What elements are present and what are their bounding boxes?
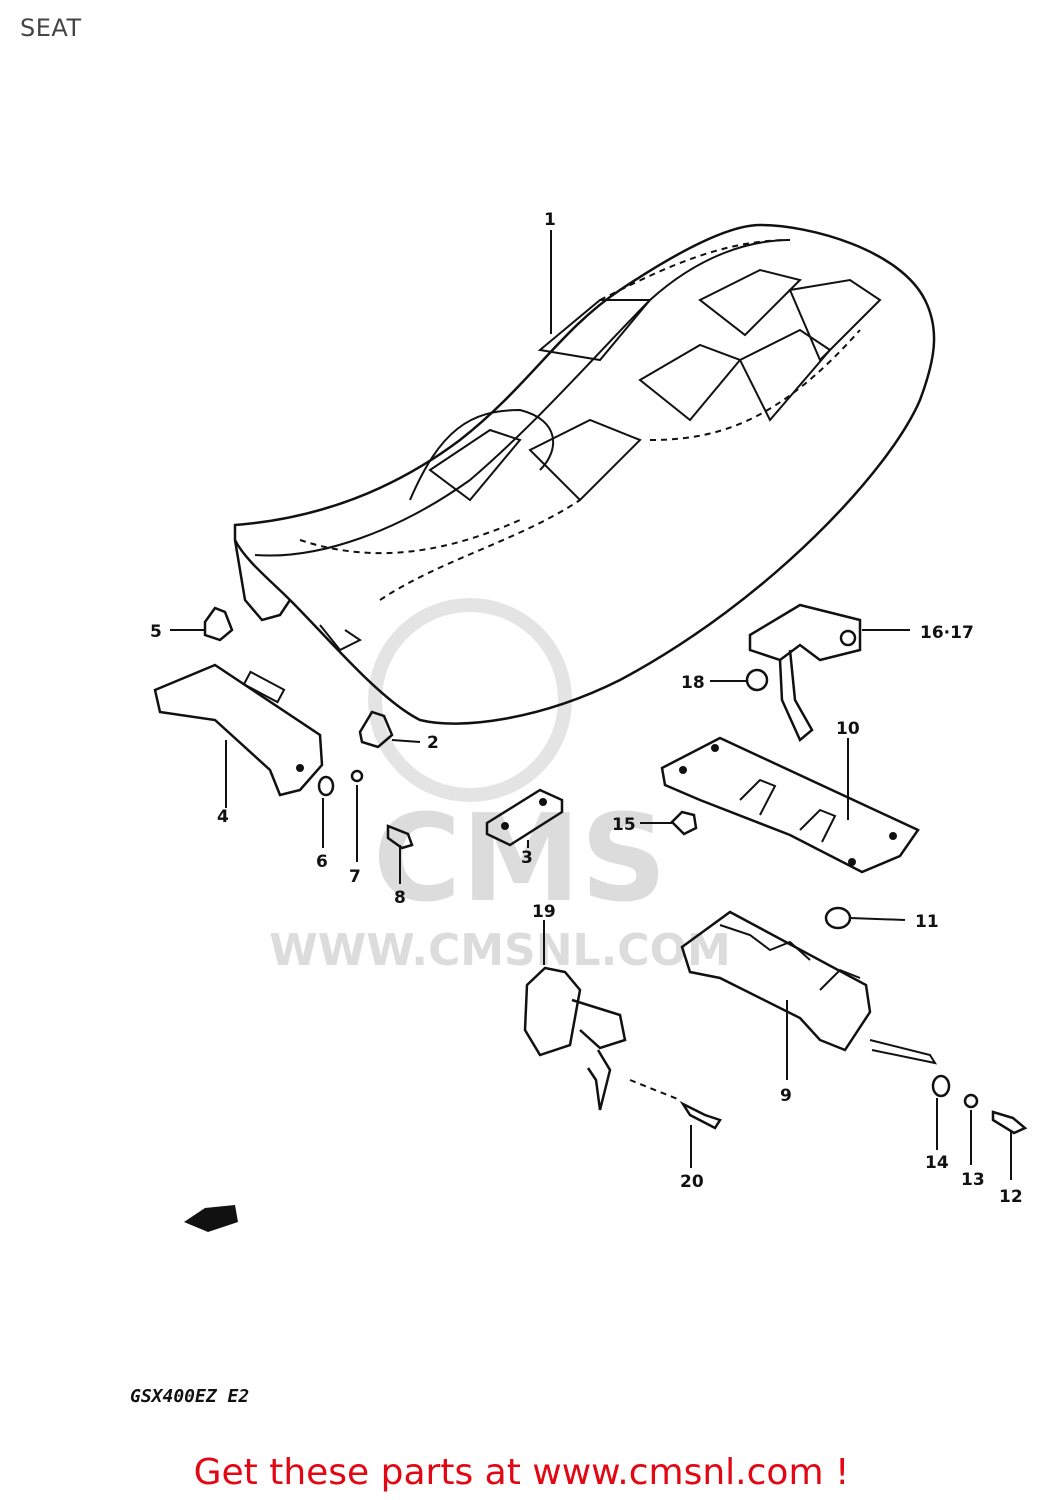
part-20-screw [679, 1100, 722, 1130]
part-3-plate [485, 788, 564, 847]
callout-18: 18 [681, 673, 705, 693]
small-fasteners-left [203, 606, 414, 850]
callout-11: 11 [915, 912, 939, 932]
callout-19: 19 [532, 902, 556, 922]
callout-16-17: 16·17 [920, 623, 974, 643]
seat-drawing [233, 223, 936, 725]
front-direction-arrow-icon [184, 1205, 238, 1232]
model-code: GSX400EZ E2 [130, 1386, 249, 1407]
callout-8: 8 [394, 888, 406, 908]
watermark-logo: CMS [373, 790, 667, 929]
callout-12: 12 [999, 1187, 1023, 1207]
watermark: CMS WWW.CMSNL.COM [269, 598, 731, 976]
callout-14: 14 [925, 1153, 949, 1173]
callout-5: 5 [150, 622, 162, 642]
callout-3: 3 [521, 848, 533, 868]
callout-6: 6 [316, 852, 328, 872]
callout-9: 9 [780, 1086, 792, 1106]
parts-14-13-12 [931, 1074, 1028, 1135]
promo-link[interactable]: Get these parts at www.cmsnl.com ! [193, 1452, 850, 1493]
watermark-url: WWW.CMSNL.COM [269, 925, 731, 976]
part-10-plate [660, 736, 920, 874]
callout-4: 4 [217, 807, 229, 827]
callout-2: 2 [427, 733, 439, 753]
callout-15: 15 [612, 815, 636, 835]
callout-1: 1 [544, 210, 556, 230]
callout-13: 13 [961, 1170, 985, 1190]
callout-20: 20 [680, 1172, 704, 1192]
callout-7: 7 [349, 867, 361, 887]
page-title: SEAT [20, 14, 82, 42]
leader-lines [170, 230, 1012, 1180]
parts-15-11 [670, 810, 852, 930]
part-19-lock [523, 966, 681, 1111]
callout-10: 10 [836, 719, 860, 739]
part-4-bracket [153, 663, 324, 797]
part-9-frame [680, 910, 938, 1065]
part-16-17-bracket [745, 603, 862, 743]
callout-labels: 1 2 3 4 5 6 7 8 9 10 11 12 13 14 15 16·1… [150, 210, 1023, 1207]
